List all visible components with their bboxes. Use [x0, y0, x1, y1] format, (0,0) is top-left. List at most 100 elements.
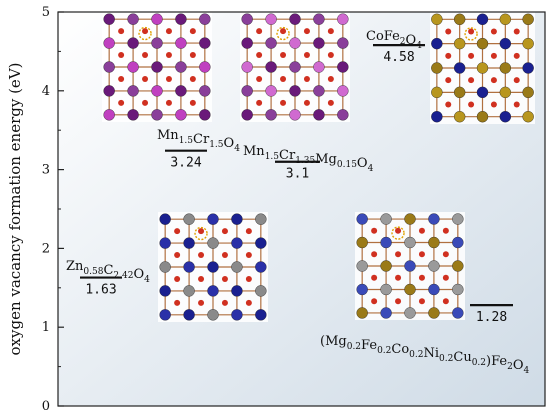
- y-tick-label: 2: [42, 241, 50, 256]
- metal-atom: [241, 61, 253, 73]
- crystal-structure: [355, 212, 465, 320]
- formula-element: Fe: [361, 338, 377, 353]
- metal-atom: [356, 307, 368, 319]
- metal-atom: [499, 13, 512, 26]
- formula-subscript: 0.15: [337, 160, 357, 170]
- metal-atom: [428, 213, 440, 225]
- oxygen-atom: [303, 99, 310, 106]
- oxygen-atom: [245, 275, 252, 282]
- oxygen-atom: [327, 52, 334, 59]
- formula-subscript: 4: [368, 164, 374, 174]
- metal-atom: [453, 62, 466, 74]
- oxygen-atom: [303, 52, 310, 59]
- oxygen-atom: [142, 52, 149, 59]
- oxygen-atom: [303, 28, 310, 35]
- oxygen-atom: [418, 227, 425, 234]
- oxygen-atom: [468, 28, 475, 35]
- oxygen-atom: [327, 28, 334, 35]
- metal-atom: [207, 213, 219, 225]
- material-label: CoFe2O4: [366, 29, 422, 51]
- metal-atom: [476, 62, 489, 74]
- material-label: (Mg0.2Fe0.2Co0.2Ni0.2Cu0.2)Fe2O4: [320, 334, 530, 376]
- oxygen-atom: [395, 298, 402, 305]
- formula-element: (Mg: [320, 334, 347, 349]
- metal-atom: [404, 260, 416, 272]
- vacancy-marker: [194, 226, 208, 241]
- metal-atom: [103, 61, 115, 73]
- metal-atom: [428, 307, 440, 319]
- metal-atom: [452, 213, 464, 225]
- metal-atom: [231, 213, 243, 225]
- oxygen-atom: [142, 28, 149, 35]
- formula-subscript: 2.42: [113, 271, 133, 281]
- metal-atom: [380, 236, 392, 249]
- formula-element: Cu: [453, 350, 471, 365]
- y-tick-label: 4: [42, 84, 50, 99]
- metal-atom: [356, 283, 368, 296]
- metal-atom: [103, 109, 115, 121]
- oxygen-atom: [442, 251, 449, 258]
- formula-element: Mg: [315, 152, 337, 167]
- metal-atom: [207, 285, 219, 297]
- metal-atom: [476, 13, 489, 26]
- oxygen-atom: [371, 274, 378, 281]
- oxygen-atom: [174, 252, 181, 259]
- metal-atom: [404, 283, 416, 296]
- oxygen-atom: [468, 101, 475, 108]
- metal-atom: [522, 62, 534, 74]
- oxygen-atom: [513, 101, 520, 108]
- vacancy-marker: [276, 26, 290, 41]
- oxygen-atom: [245, 252, 252, 259]
- crystal-structure: [158, 212, 268, 322]
- metal-atom: [265, 37, 277, 49]
- value-label: 3.24: [170, 156, 201, 171]
- metal-atom: [199, 61, 211, 73]
- formula-subscript: 4: [234, 144, 240, 154]
- y-tick-label: 0: [42, 399, 50, 414]
- metal-atom: [151, 37, 163, 49]
- data-marks: 3.24Mn1.5Cr1.5O43.1Mn1.5Cr1.35Mg0.15O44.…: [66, 29, 530, 376]
- metal-atom: [265, 85, 277, 97]
- oxygen-atom: [198, 275, 205, 282]
- oxygen-atom: [371, 251, 378, 258]
- oxygen-atom: [371, 227, 378, 234]
- metal-atom: [453, 13, 466, 26]
- oxygen-atom: [198, 228, 205, 235]
- metal-atom: [431, 110, 443, 123]
- oxygen-atom: [513, 28, 520, 35]
- metal-atom: [159, 213, 171, 225]
- crystal-images: [102, 12, 535, 322]
- metal-atom: [476, 86, 489, 99]
- metal-atom: [313, 109, 325, 121]
- oxygen-atom: [221, 228, 228, 235]
- metal-atom: [356, 236, 368, 249]
- material-label: Mn1.5Cr1.5O4: [157, 128, 240, 154]
- formula-subscript: 2: [507, 362, 513, 372]
- oxygen-atom: [174, 275, 181, 282]
- metal-atom: [289, 13, 301, 25]
- metal-atom: [175, 109, 187, 121]
- value-label: 3.1: [286, 167, 309, 182]
- oxygen-atom: [280, 52, 287, 59]
- oxygen-atom: [221, 299, 228, 306]
- oxygen-atom: [445, 77, 452, 84]
- metal-atom: [241, 13, 253, 25]
- metal-atom: [255, 285, 267, 297]
- formula-subscript: 0.2: [472, 358, 486, 368]
- y-tick-label: 5: [42, 5, 50, 20]
- material-label: Mn1.5Cr1.35Mg0.15O4: [243, 144, 374, 174]
- oxygen-atom: [418, 298, 425, 305]
- metal-atom: [159, 261, 171, 273]
- formula-subscript: 0.2: [439, 354, 453, 364]
- formula-element: Mn: [243, 144, 265, 159]
- formula-element: Co: [366, 29, 384, 44]
- value-label: 1.63: [85, 283, 116, 298]
- metal-atom: [151, 61, 163, 73]
- metal-atom: [183, 213, 195, 225]
- formula-subscript: 4: [416, 41, 422, 51]
- formula-element: O: [224, 136, 235, 151]
- crystal-structure: [430, 12, 535, 124]
- metal-atom: [241, 37, 253, 49]
- metal-atom: [127, 61, 139, 73]
- formula-element: Cr: [193, 132, 210, 147]
